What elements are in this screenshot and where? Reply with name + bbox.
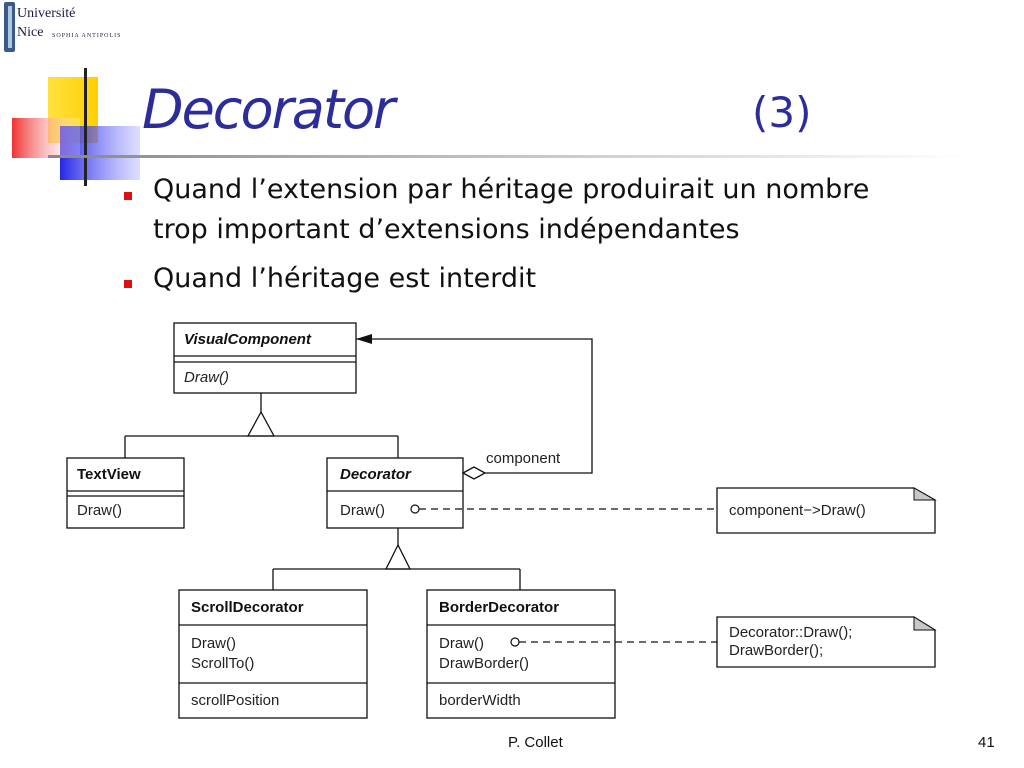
- class-visualcomponent: VisualComponent Draw(): [173, 322, 357, 394]
- scrolldecorator-attr: scrollPosition: [191, 692, 279, 709]
- red-square: [12, 118, 80, 158]
- bullet-1-line1: Quand l’extension par héritage produirai…: [153, 174, 870, 205]
- visualcomponent-op: Draw(): [184, 369, 229, 386]
- scrolldecorator-name: ScrollDecorator: [191, 599, 304, 616]
- bullet-1-line2: trop important d’extensions indépendante…: [153, 214, 740, 245]
- note-border-draw: Decorator::Draw(); DrawBorder();: [510, 616, 937, 668]
- bullet-marker: [124, 192, 132, 200]
- class-scrolldecorator: ScrollDecorator Draw() ScrollTo() scroll…: [178, 589, 368, 719]
- decorator-op: Draw(): [340, 502, 385, 519]
- textview-name: TextView: [77, 466, 141, 483]
- borderdecorator-op-2: DrawBorder(): [439, 655, 529, 672]
- class-textview: TextView Draw(): [66, 457, 185, 529]
- note-component-draw: component−>Draw(): [410, 487, 937, 534]
- university-logo: Université Nice SOPHIA ANTIPOLIS: [4, 2, 122, 52]
- bullet-2-line1: Quand l’héritage est interdit: [153, 263, 537, 294]
- footer-author: P. Collet: [508, 734, 563, 751]
- aggregation-component: component: [356, 334, 593, 480]
- borderdecorator-op-1: Draw(): [439, 635, 484, 652]
- generalization-visualcomponent: [124, 393, 399, 458]
- class-borderdecorator: BorderDecorator Draw() DrawBorder() bord…: [426, 589, 616, 719]
- slide-title-number: (3): [752, 88, 812, 137]
- borderdecorator-attr: borderWidth: [439, 692, 521, 709]
- logo-line3: SOPHIA ANTIPOLIS: [52, 33, 122, 39]
- decorative-squares: [12, 68, 968, 186]
- note2-line1: Decorator::Draw();: [729, 624, 852, 641]
- note1-text: component−>Draw(): [729, 502, 866, 519]
- vertical-rule: [84, 68, 87, 186]
- logo-line2: Nice: [17, 25, 43, 40]
- class-decorator: Decorator Draw(): [326, 457, 464, 529]
- note2-line2: DrawBorder();: [729, 642, 823, 659]
- slide-title: Decorator: [142, 78, 395, 141]
- logo-line1: Université: [17, 6, 75, 21]
- horizontal-rule: [48, 155, 968, 158]
- decorator-name: Decorator: [340, 466, 412, 483]
- bullet-marker: [124, 280, 132, 288]
- scrolldecorator-op-1: Draw(): [191, 635, 236, 652]
- scrolldecorator-op-2: ScrollTo(): [191, 655, 254, 672]
- page-number: 41: [978, 734, 995, 751]
- visualcomponent-name: VisualComponent: [184, 331, 312, 348]
- association-label: component: [486, 450, 561, 467]
- textview-op: Draw(): [77, 502, 122, 519]
- borderdecorator-name: BorderDecorator: [439, 599, 559, 616]
- generalization-decorator: [272, 528, 521, 590]
